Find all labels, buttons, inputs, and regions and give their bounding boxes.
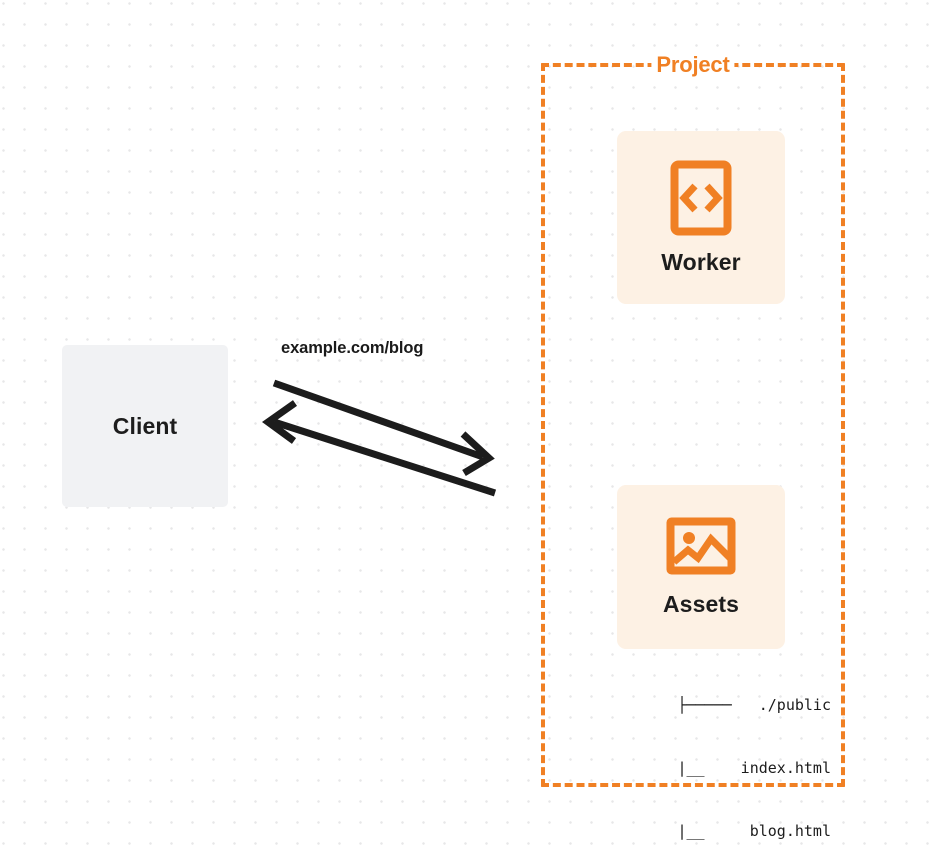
worker-card[interactable]: Worker	[617, 131, 785, 304]
request-arrow	[272, 379, 495, 477]
file-tree-item: |__ index.html	[677, 759, 831, 777]
image-picture-icon	[666, 517, 736, 575]
client-label: Client	[112, 412, 178, 439]
worker-label: Worker	[661, 248, 741, 275]
request-url-label: example.com/blog	[281, 339, 424, 357]
file-tree-item: |__ blog.html	[677, 822, 831, 840]
response-arrow	[261, 400, 497, 497]
project-group: Project Worker Assets	[541, 52, 845, 840]
client-node[interactable]: Client	[62, 345, 228, 507]
project-group-title: Project	[651, 52, 735, 78]
asset-file-tree: ├───── ./public |__ index.html |__ blog.…	[587, 653, 831, 860]
file-tree-root: ├───── ./public	[677, 696, 831, 714]
assets-label: Assets	[662, 590, 740, 617]
assets-card[interactable]: Assets	[617, 485, 785, 649]
code-brackets-icon	[670, 160, 732, 236]
